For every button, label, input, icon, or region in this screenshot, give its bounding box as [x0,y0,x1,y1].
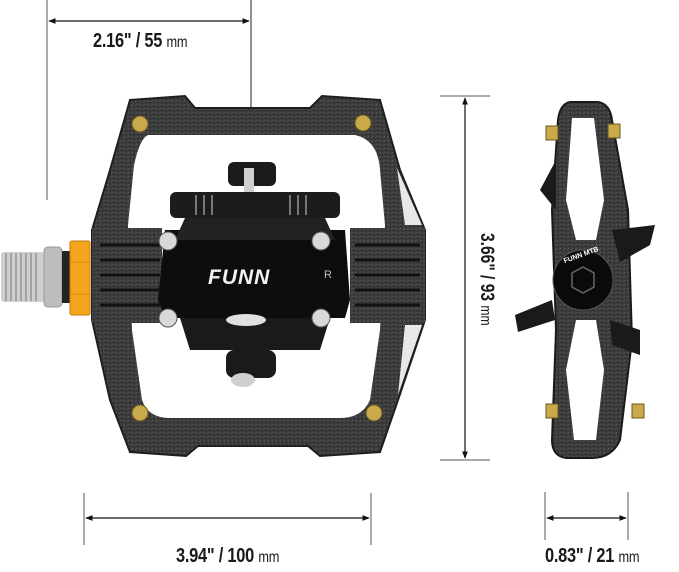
traction-pins [131,114,383,422]
clip-mechanism [158,162,350,387]
thickness-label: 0.83" / 21 mm [545,545,640,567]
thickness-imperial: 0.83" [545,545,584,567]
cage-span-imperial: 2.16" [93,30,132,52]
width-dimension-line [83,493,372,545]
cage-span-label: 2.16" / 55 mm [93,30,188,52]
length-label: 3.66" / 93 mm [476,233,497,326]
cage-span-metric: 55 [144,30,163,52]
thickness-metric: 21 [596,545,615,567]
pedal-side-view [515,101,655,459]
width-metric: 100 [227,545,255,567]
length-metric: 93 [476,283,497,302]
width-label: 3.94" / 100 mm [176,545,280,567]
length-imperial: 3.66" [476,233,497,271]
length-dimension-line [440,95,490,461]
brand-logo: FUNN [208,266,271,289]
thickness-dimension-line [544,492,629,540]
left-grip-bar [92,228,162,323]
side-indicator: R [324,269,332,281]
pedal-top-view [1,94,426,458]
spindle-icon [1,240,91,316]
width-imperial: 3.94" [176,545,215,567]
right-grip-bar [350,228,425,323]
